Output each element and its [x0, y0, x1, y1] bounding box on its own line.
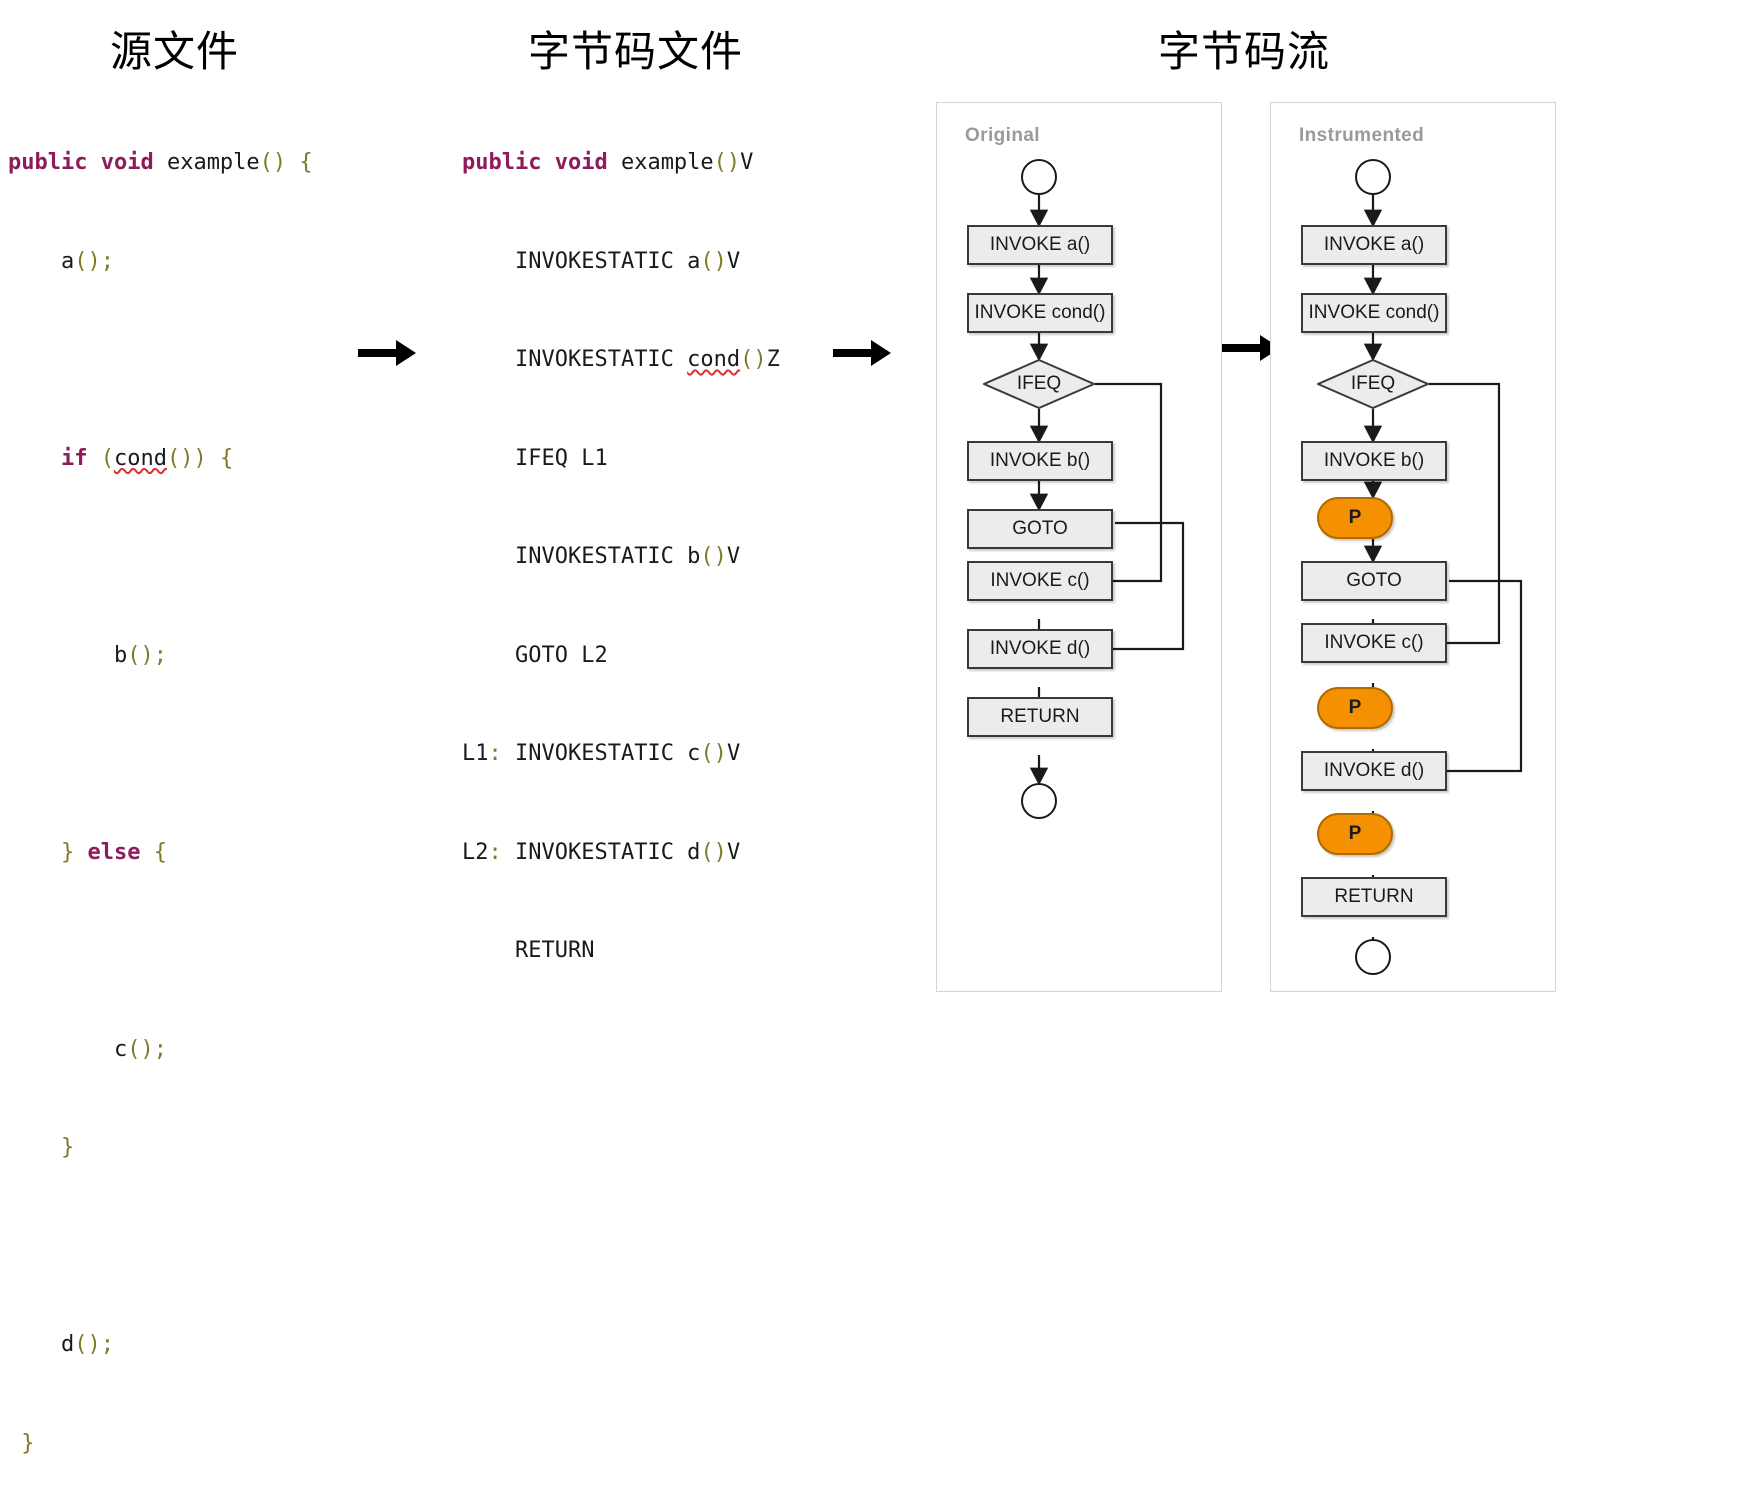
- node-invoke-b: INVOKE b(): [1301, 441, 1447, 481]
- arrow-right-icon-bytecode-to-stream: [833, 340, 891, 366]
- source-line-1: a();: [60, 248, 114, 274]
- node-ifeq-diamond: IFEQ: [1317, 359, 1429, 409]
- node-invoke-cond: INVOKE cond(): [1301, 293, 1447, 333]
- node-probe-1: P: [1317, 497, 1393, 539]
- bytecode-line-3: IFEQ L1: [514, 445, 608, 471]
- source-line-9: c();: [113, 1036, 167, 1062]
- bytecode-line-2: INVOKESTATIC cond()Z: [514, 347, 780, 372]
- bytecode-line-5: GOTO L2: [514, 642, 608, 668]
- source-line-12: d();: [60, 1332, 114, 1357]
- node-invoke-c: INVOKE c(): [1301, 623, 1447, 663]
- arrow-right-icon-original-to-instrumented: [1222, 335, 1280, 361]
- panel-label-original: Original: [965, 125, 1040, 146]
- source-line-2: [8, 349, 313, 404]
- bytecode-block: public void example()V INVOKESTATIC a()V…: [462, 108, 780, 1017]
- bytecode-line-0: public void example()V: [462, 150, 754, 175]
- node-end-circle: [1021, 783, 1057, 819]
- graph-panel-instrumented: Instrumented INVOKE a(): [1270, 102, 1556, 992]
- panel-label-instrumented: Instrumented: [1299, 125, 1425, 146]
- node-invoke-d: INVOKE d(): [967, 629, 1113, 669]
- node-return: RETURN: [1301, 877, 1447, 917]
- bytecode-line-8: RETURN: [514, 938, 595, 963]
- node-invoke-b: INVOKE b(): [967, 441, 1113, 481]
- node-invoke-c: INVOKE c(): [967, 561, 1113, 601]
- node-probe-3: P: [1317, 813, 1393, 855]
- source-line-0: public void example() {: [8, 150, 313, 175]
- node-goto: GOTO: [1301, 561, 1447, 601]
- node-invoke-d: INVOKE d(): [1301, 751, 1447, 791]
- node-start-circle: [1021, 159, 1057, 195]
- bytecode-line-7: L2: INVOKESTATIC d()V: [462, 839, 741, 865]
- source-line-7: } else {: [60, 839, 167, 865]
- source-code-block: public void example() { a(); if (cond())…: [8, 108, 313, 1509]
- source-line-13: }: [21, 1430, 35, 1456]
- arrow-right-icon-source-to-bytecode: [358, 340, 416, 366]
- bytecode-line-6: L1: INVOKESTATIC c()V: [462, 741, 741, 766]
- node-return: RETURN: [967, 697, 1113, 737]
- node-start-circle: [1355, 159, 1391, 195]
- source-line-6: [8, 743, 313, 798]
- node-invoke-a: INVOKE a(): [967, 225, 1113, 265]
- bytecode-line-4: INVOKESTATIC b()V: [514, 544, 741, 569]
- node-invoke-cond: INVOKE cond(): [967, 293, 1113, 333]
- source-line-3: if (cond()) {: [60, 445, 234, 471]
- column-title-bytecode: 字节码文件: [528, 28, 744, 75]
- node-end-circle: [1355, 939, 1391, 975]
- node-invoke-a: INVOKE a(): [1301, 225, 1447, 265]
- source-line-8: [8, 940, 313, 995]
- node-goto: GOTO: [967, 509, 1113, 549]
- bytecode-line-1: INVOKESTATIC a()V: [514, 248, 741, 274]
- source-line-10: }: [60, 1135, 75, 1160]
- source-line-4: [8, 546, 313, 601]
- column-title-stream: 字节码流: [1158, 28, 1331, 75]
- source-line-11: [8, 1236, 313, 1291]
- node-ifeq-diamond: IFEQ: [983, 359, 1095, 409]
- column-title-source: 源文件: [110, 28, 240, 75]
- source-line-5: b();: [113, 642, 167, 668]
- node-probe-2: P: [1317, 687, 1393, 729]
- graph-panel-original: Original INVOKE a() INVOKE cond(): [936, 102, 1222, 992]
